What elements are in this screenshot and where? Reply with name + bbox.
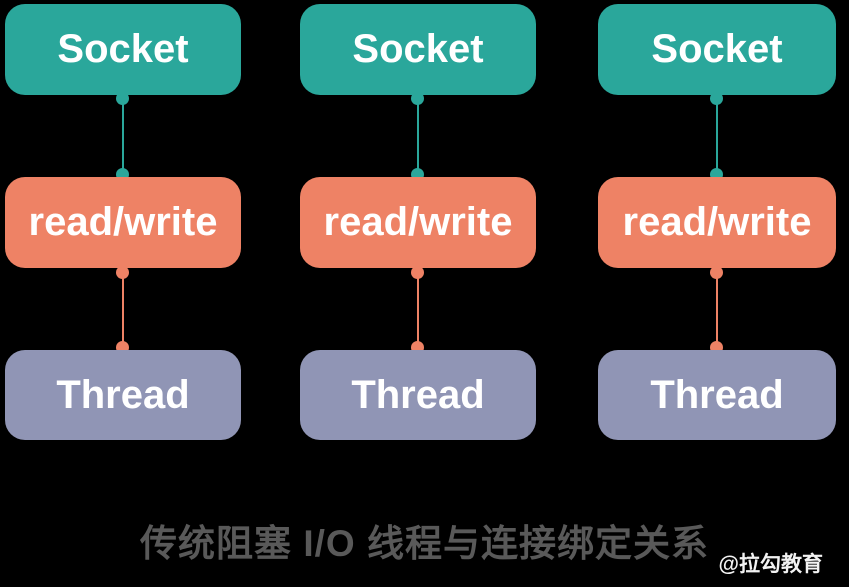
- watermark: @拉勾教育: [718, 553, 823, 576]
- thread-node-label: Thread: [650, 372, 784, 417]
- thread-node: Thread: [598, 350, 836, 440]
- socket-node: Socket: [5, 4, 241, 95]
- thread-node-label: Thread: [56, 372, 190, 417]
- read-write-node-label: read/write: [28, 200, 218, 244]
- socket-to-readwrite-connector: [417, 98, 419, 175]
- socket-node: Socket: [598, 4, 836, 95]
- diagram-caption: 传统阻塞 I/O 线程与连接绑定关系: [140, 523, 709, 564]
- read-write-node-label: read/write: [622, 200, 812, 244]
- read-write-node-label: read/write: [323, 200, 513, 244]
- socket-node-label: Socket: [352, 27, 484, 71]
- socket-node-label: Socket: [57, 27, 189, 71]
- readwrite-to-thread-connector: [716, 272, 718, 347]
- socket-to-readwrite-connector: [716, 98, 718, 175]
- read-write-node: read/write: [300, 177, 536, 268]
- thread-node: Thread: [5, 350, 241, 440]
- socket-to-readwrite-connector: [122, 98, 124, 175]
- socket-node-label: Socket: [651, 27, 783, 71]
- thread-node: Thread: [300, 350, 536, 440]
- read-write-node: read/write: [5, 177, 241, 268]
- read-write-node: read/write: [598, 177, 836, 268]
- readwrite-to-thread-connector: [122, 272, 124, 347]
- socket-node: Socket: [300, 4, 536, 95]
- readwrite-to-thread-connector: [417, 272, 419, 347]
- thread-node-label: Thread: [351, 372, 485, 417]
